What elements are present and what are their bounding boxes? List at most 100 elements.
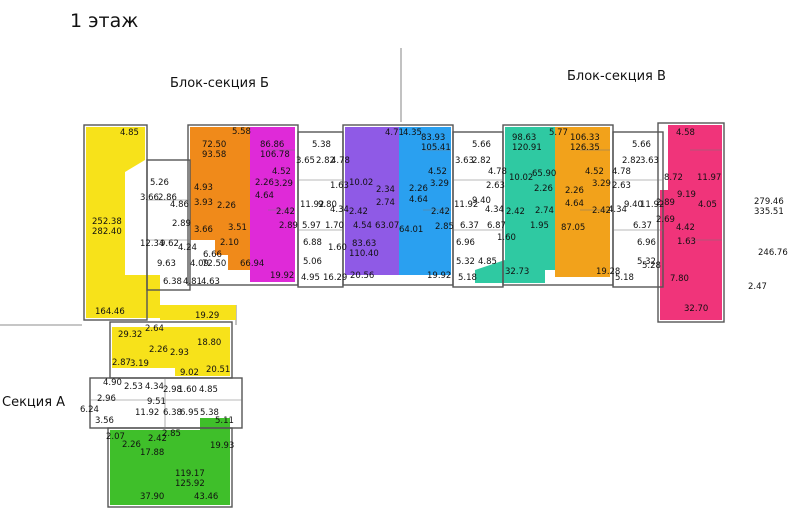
area-label: 4.78	[612, 167, 631, 177]
area-label: 4.34	[608, 205, 627, 215]
area-label: 2.26	[255, 178, 274, 188]
zone-v-teal	[475, 127, 555, 283]
area-label: 6.38	[163, 408, 182, 418]
area-label: 3.29	[592, 179, 611, 189]
zone-b-violet	[345, 127, 399, 275]
area-label: 6.37	[633, 221, 652, 231]
area-label: 5.66	[632, 140, 651, 150]
area-label: 2.98	[163, 385, 182, 395]
area-label: 2.64	[145, 324, 164, 334]
area-label: 2.85	[435, 222, 454, 232]
area-label: 9.62	[160, 239, 179, 249]
area-label: 6.88	[303, 238, 322, 248]
area-label: 19.29	[195, 311, 219, 321]
area-label: 1.63	[677, 237, 696, 247]
area-label: 19.92	[427, 271, 451, 281]
area-label: 2.47	[748, 282, 767, 292]
area-label: 2.82	[472, 156, 491, 166]
area-label: 2.89	[279, 221, 298, 231]
area-label: 2.82	[316, 156, 335, 166]
area-label: 3.66	[140, 193, 159, 203]
area-label: 5.11	[215, 416, 234, 426]
area-label: 6.96	[637, 238, 656, 248]
area-label: 106.33	[570, 133, 600, 143]
area-label: 1.70	[325, 221, 344, 231]
area-label: 4.85	[120, 128, 139, 138]
section-a-label: Секция А	[2, 395, 66, 410]
area-label: 4.64	[255, 191, 274, 201]
area-label: 2.26	[217, 201, 236, 211]
area-label: 11.97	[697, 173, 721, 183]
area-label: 9.63	[157, 259, 176, 269]
area-label: 6.37	[460, 221, 479, 231]
area-label: 10.02	[349, 178, 373, 188]
section-b-label: Блок-секция Б	[170, 76, 269, 91]
area-label: 4.58	[676, 128, 695, 138]
area-label: 4.34	[330, 205, 349, 215]
area-label: 5.77	[549, 128, 568, 138]
area-label: 32.73	[505, 267, 529, 277]
area-label: 86.86	[260, 140, 284, 150]
area-label: 19.93	[210, 441, 234, 451]
area-label: 2.85	[162, 429, 181, 439]
area-label: 5.18	[615, 273, 634, 283]
area-label: 2.96	[97, 394, 116, 404]
area-label: 5.97	[302, 221, 321, 231]
area-label: 5.58	[232, 127, 251, 137]
area-label: 4.54	[353, 221, 372, 231]
area-label: 8.72	[664, 173, 683, 183]
area-label: 2.42	[431, 207, 450, 217]
area-label: 72.50	[202, 140, 226, 150]
area-label: 3.51	[228, 223, 247, 233]
area-label: 5.28	[642, 261, 661, 271]
area-label: 2.69	[656, 215, 675, 225]
area-label: 252.38	[92, 217, 122, 227]
area-label: 2.26	[565, 186, 584, 196]
wall-a-green	[107, 427, 233, 508]
area-label: 2.53	[124, 382, 143, 392]
area-label: 1.63	[330, 181, 349, 191]
area-label: 6.96	[456, 238, 475, 248]
area-label: 9.19	[677, 190, 696, 200]
area-label: 11.92	[640, 200, 664, 210]
area-label: 3.63	[640, 156, 659, 166]
area-label: 5.38	[312, 140, 331, 150]
wall-b-core	[146, 159, 191, 291]
area-label: 12.34	[140, 239, 164, 249]
wall-v-right	[657, 122, 725, 323]
area-label: 4.85	[478, 257, 497, 267]
area-label: 2.87	[112, 358, 131, 368]
area-label: 4.71	[385, 128, 404, 138]
area-label: 7.80	[670, 274, 689, 284]
area-label: 2.74	[535, 206, 554, 216]
floor-title: 1 этаж	[70, 10, 139, 32]
walls	[83, 122, 725, 508]
area-label: 63.07	[375, 221, 399, 231]
area-label: 2.26	[122, 440, 141, 450]
area-label: 4.09	[190, 259, 209, 269]
area-label: 120.91	[512, 143, 542, 153]
area-label: 5.18	[458, 273, 477, 283]
area-label: 282.40	[92, 227, 122, 237]
area-label: 110.40	[349, 249, 379, 259]
area-label: 18.80	[197, 338, 221, 348]
area-label: 3.93	[194, 198, 213, 208]
area-label: 9.40	[472, 196, 491, 206]
area-label: 98.63	[512, 133, 536, 143]
area-label: 3.63	[455, 156, 474, 166]
area-label: 19.28	[596, 267, 620, 277]
area-label: 4.34	[145, 382, 164, 392]
area-label: 4.35	[403, 128, 422, 138]
area-label: 43.46	[194, 492, 218, 502]
zone-b-left-strip	[160, 305, 236, 320]
area-label: 4.63	[201, 277, 220, 287]
zone-b-magenta	[250, 127, 295, 282]
partitions	[90, 149, 722, 428]
area-label: 32.70	[684, 304, 708, 314]
area-label: 2.86	[158, 193, 177, 203]
area-label: 93.58	[202, 150, 226, 160]
area-label: 2.26	[149, 345, 168, 355]
area-label: 6.87	[487, 221, 506, 231]
area-label: 2.89	[656, 198, 675, 208]
